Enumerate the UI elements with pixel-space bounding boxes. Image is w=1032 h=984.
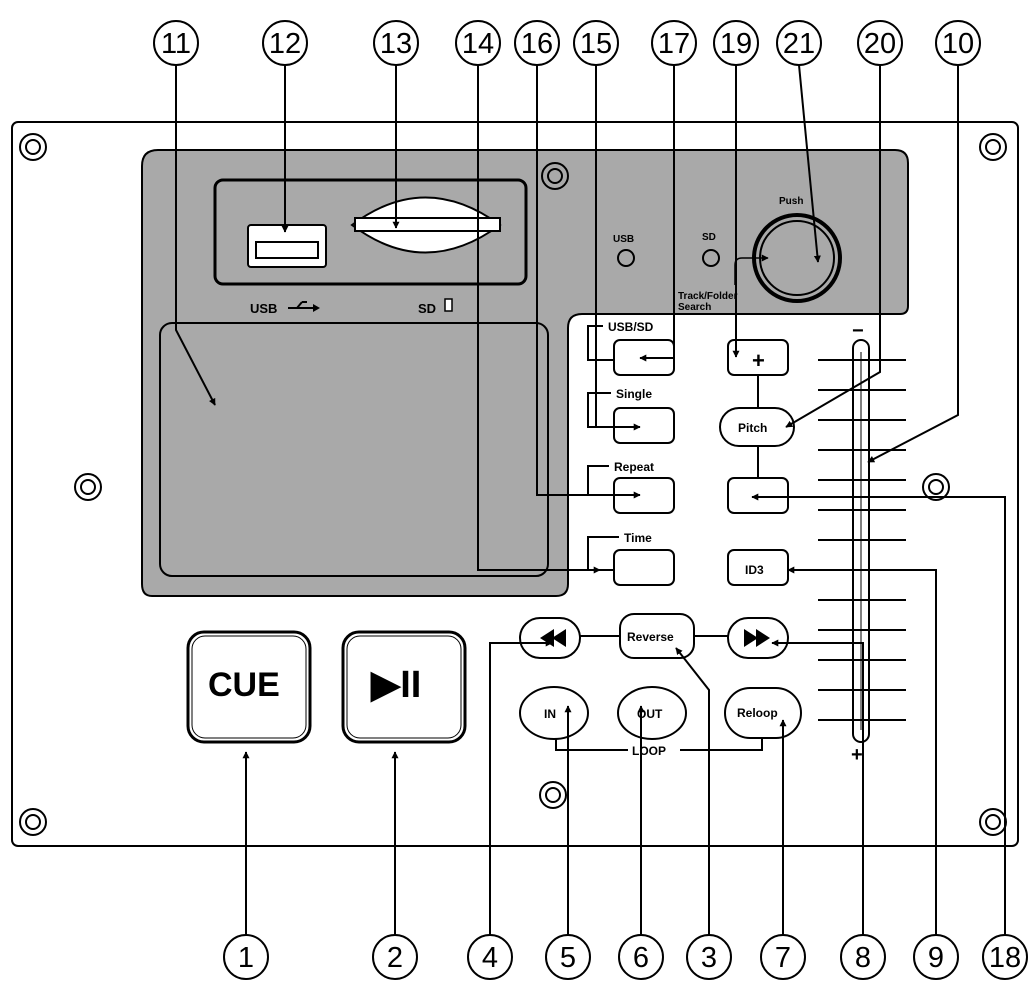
screw-bottom-right [979, 808, 1007, 836]
screw-top-right [979, 133, 1007, 161]
slider-minus-sign: − [852, 320, 864, 342]
time-bracket [587, 536, 619, 571]
play-pause-button-inner [346, 635, 462, 739]
callout-15: 15 [580, 28, 612, 60]
leader-3 [675, 647, 710, 935]
usb-sd-label: USB/SD [608, 320, 654, 334]
single-label: Single [616, 387, 652, 401]
search-label: Search [678, 302, 711, 313]
repeat-label: Repeat [614, 460, 654, 474]
loop-out-button[interactable] [617, 686, 687, 740]
callout-6: 6 [633, 942, 649, 974]
callout-16: 16 [521, 28, 553, 60]
loop-in-button[interactable] [519, 686, 589, 740]
sd-indicator-led [702, 249, 720, 267]
sd-card-slot[interactable] [350, 196, 502, 254]
leader-21 [798, 64, 821, 263]
callout-circles [153, 20, 1028, 980]
callout-4: 4 [482, 942, 498, 974]
leader-10 [867, 65, 959, 463]
pitch-minus-button[interactable] [727, 477, 789, 514]
screw-mid-left [74, 473, 102, 501]
callout-11: 11 [161, 28, 191, 60]
pitch-label: Pitch [738, 421, 767, 435]
fast-forward-icon [744, 629, 770, 647]
screw-bottom-left [19, 808, 47, 836]
callout-19: 19 [720, 28, 752, 60]
loop-in-label: IN [544, 707, 556, 721]
callout-8: 8 [855, 942, 871, 974]
callout-18: 18 [989, 942, 1021, 974]
callout-20: 20 [864, 28, 896, 60]
usb-port[interactable] [247, 224, 327, 268]
callout-21: 21 [783, 28, 815, 60]
sd-slot-label: SD [418, 301, 436, 316]
callout-13: 13 [380, 28, 412, 60]
callout-9: 9 [928, 942, 944, 974]
screw-bottom-center [539, 781, 567, 809]
reverse-label: Reverse [627, 630, 674, 644]
screw-mid-right [922, 473, 950, 501]
sd-led-label: SD [702, 232, 716, 243]
single-button[interactable] [613, 407, 675, 444]
usb-port-label: USB [250, 301, 277, 316]
callout-2: 2 [387, 942, 403, 974]
leader-4 [489, 639, 553, 935]
time-button[interactable] [613, 549, 675, 586]
play-pause-button[interactable] [341, 630, 467, 744]
leader-9 [787, 566, 937, 935]
callout-3: 3 [701, 942, 717, 974]
screw-top-left [19, 133, 47, 161]
callout-17: 17 [658, 28, 690, 60]
sd-symbol-icon [444, 298, 453, 312]
leader-15 [595, 65, 641, 431]
push-label: Push [779, 196, 803, 207]
leader-18 [751, 493, 1006, 935]
cue-label: CUE [208, 666, 280, 704]
loop-label: LOOP [632, 744, 666, 758]
reloop-label: Reloop [737, 706, 778, 720]
cue-button[interactable] [186, 630, 312, 744]
callout-10: 10 [942, 28, 974, 60]
callout-1: 1 [238, 942, 254, 974]
id3-label: ID3 [745, 563, 764, 577]
usb-led-label: USB [613, 234, 634, 245]
usb-indicator-led [617, 249, 635, 267]
callout-7: 7 [775, 942, 791, 974]
callout-5: 5 [560, 942, 576, 974]
callout-14: 14 [462, 28, 494, 60]
play-pause-label: ▶II [370, 664, 421, 706]
leader-14 [477, 65, 601, 574]
track-folder-label: Track/Folder [678, 291, 738, 302]
pitch-plus-label: + [752, 348, 765, 373]
slider-plus-sign: + [851, 744, 863, 766]
usb-symbol-icon [288, 301, 320, 312]
callout-12: 12 [269, 28, 301, 60]
display-window [159, 322, 549, 577]
leader-11 [175, 65, 216, 406]
leader-20 [785, 65, 881, 428]
rewind-icon [540, 629, 566, 647]
leader-lines [175, 64, 1006, 935]
cue-button-inner [191, 635, 307, 739]
time-label: Time [624, 531, 652, 545]
leader-16 [536, 65, 641, 499]
leader-8 [771, 639, 864, 935]
leader-17 [639, 65, 675, 362]
screw-top-center [541, 162, 569, 190]
